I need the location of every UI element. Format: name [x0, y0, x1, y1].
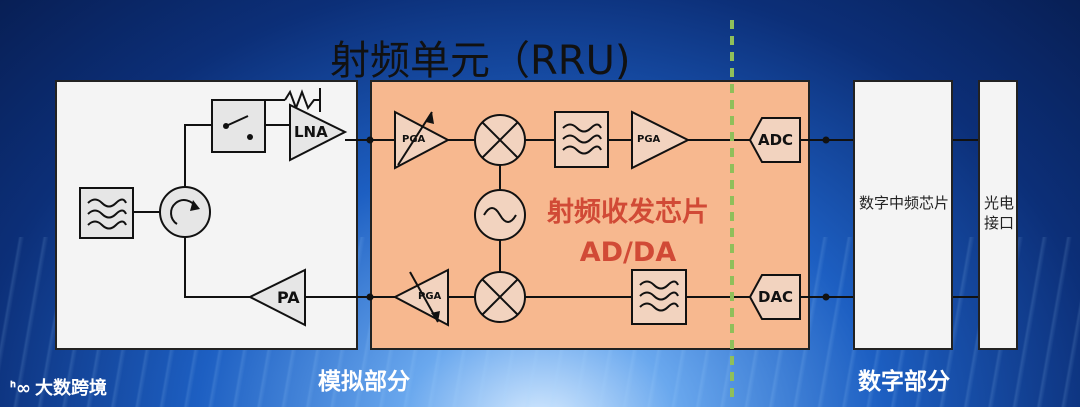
analog-section-label: 模拟部分	[318, 369, 410, 395]
junction-dot	[366, 136, 374, 144]
junction-dot	[822, 136, 830, 144]
mixer-tx-icon	[474, 271, 526, 323]
switch-icon	[211, 99, 266, 153]
tx-filter-icon	[631, 269, 687, 325]
digital-section-label: 数字部分	[858, 369, 950, 395]
pga-rx-label: PGA	[402, 134, 426, 145]
junction-dot	[366, 293, 374, 301]
lna-amplifier-icon	[289, 103, 348, 162]
wire-circulator-switch	[184, 124, 212, 187]
optical-interface-block	[978, 80, 1018, 350]
rf-chip-label-line2: AD/DA	[579, 237, 677, 268]
pga-rx2-icon	[631, 110, 691, 170]
adc-label: ADC	[758, 131, 794, 149]
brand-logo-icon: ᑋ∞	[10, 378, 31, 399]
pga-tx-icon	[392, 268, 449, 327]
junction-dot	[822, 293, 830, 301]
rx-filter-icon	[554, 111, 609, 168]
rf-chip-label: 射频收发芯片 AD/DA	[528, 193, 728, 273]
pga-tx-label: PGA	[418, 291, 442, 302]
brand-watermark: ᑋ∞大数跨境	[10, 374, 107, 400]
pga-rx-icon	[394, 110, 451, 170]
pga-rx2-label: PGA	[637, 134, 661, 145]
adc-icon	[748, 117, 801, 163]
local-oscillator-icon	[474, 189, 526, 241]
pa-label: PA	[277, 288, 300, 307]
load-resistor	[284, 89, 320, 111]
dac-icon	[748, 274, 801, 320]
digital-if-chip-block	[853, 80, 953, 350]
wire-circulator-pa	[184, 237, 250, 298]
optical-interface-label: 光电接口	[983, 194, 1014, 232]
dac-label: DAC	[758, 288, 794, 306]
brand-text: 大数跨境	[34, 378, 107, 399]
pa-amplifier-icon	[247, 268, 306, 327]
page-title: 射频单元（RRU)	[330, 38, 631, 84]
digital-if-chip-label: 数字中频芯片	[858, 194, 949, 212]
mixer-rx-icon	[474, 114, 526, 166]
bandpass-filter-icon	[79, 187, 134, 239]
rf-chip-label-line1: 射频收发芯片	[547, 197, 709, 228]
wire-switch-load	[264, 99, 285, 112]
circulator-icon	[159, 186, 211, 238]
lna-label: LNA	[294, 123, 328, 141]
